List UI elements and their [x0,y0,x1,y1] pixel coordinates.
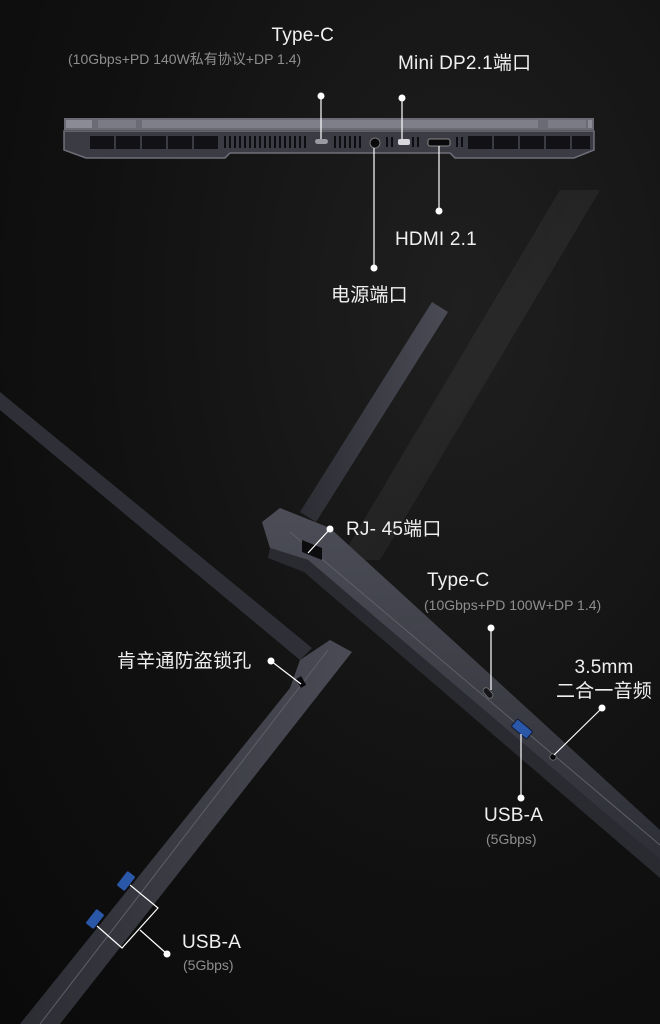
right-type-c-port [482,687,494,699]
rear-power-port [369,137,381,149]
audio-jack [549,753,557,761]
rear-mini-dp-port [398,139,410,145]
rear-slit-vents [224,136,463,148]
right-type-c-spec: (10Gbps+PD 100W+DP 1.4) [424,597,602,613]
left-usb-a-title: USB-A [182,932,242,953]
left-usb-a-spec: (5Gbps) [183,957,234,973]
rj45-title: RJ- 45端口 [346,519,442,540]
audio-title-line2: 二合一音频 [555,681,652,702]
left-callouts [96,660,302,955]
right-side-laptop [262,302,660,878]
right-callouts [307,525,606,802]
rear-view-laptop [63,118,595,159]
left-usb-a-port-2 [86,909,104,929]
rear-hdmi-port [427,138,451,147]
hdmi-title: HDMI 2.1 [395,229,477,250]
light-beam [340,190,600,560]
right-type-c-title: Type-C [427,570,490,591]
right-usb-a-spec: (5Gbps) [486,831,537,847]
left-usb-a-port-1 [117,871,135,891]
power-port-title: 电源端口 [331,285,408,306]
rear-type-c-port [315,139,328,144]
rear-type-c-title: Type-C [271,25,334,46]
right-usb-a-port [511,718,533,740]
right-usb-a-title: USB-A [484,805,544,826]
kensington-lock-slot [295,676,307,688]
audio-title-line1: 3.5mm [574,657,634,678]
rear-callouts [317,92,443,272]
rear-type-c-spec: (10Gbps+PD 140W私有协议+DP 1.4) [68,51,302,67]
left-side-laptop [0,392,352,1024]
kensington-lock-title: 肯辛通防盗锁孔 [117,651,252,672]
rj45-port [302,540,322,560]
mini-dp-title: Mini DP2.1端口 [398,53,532,74]
